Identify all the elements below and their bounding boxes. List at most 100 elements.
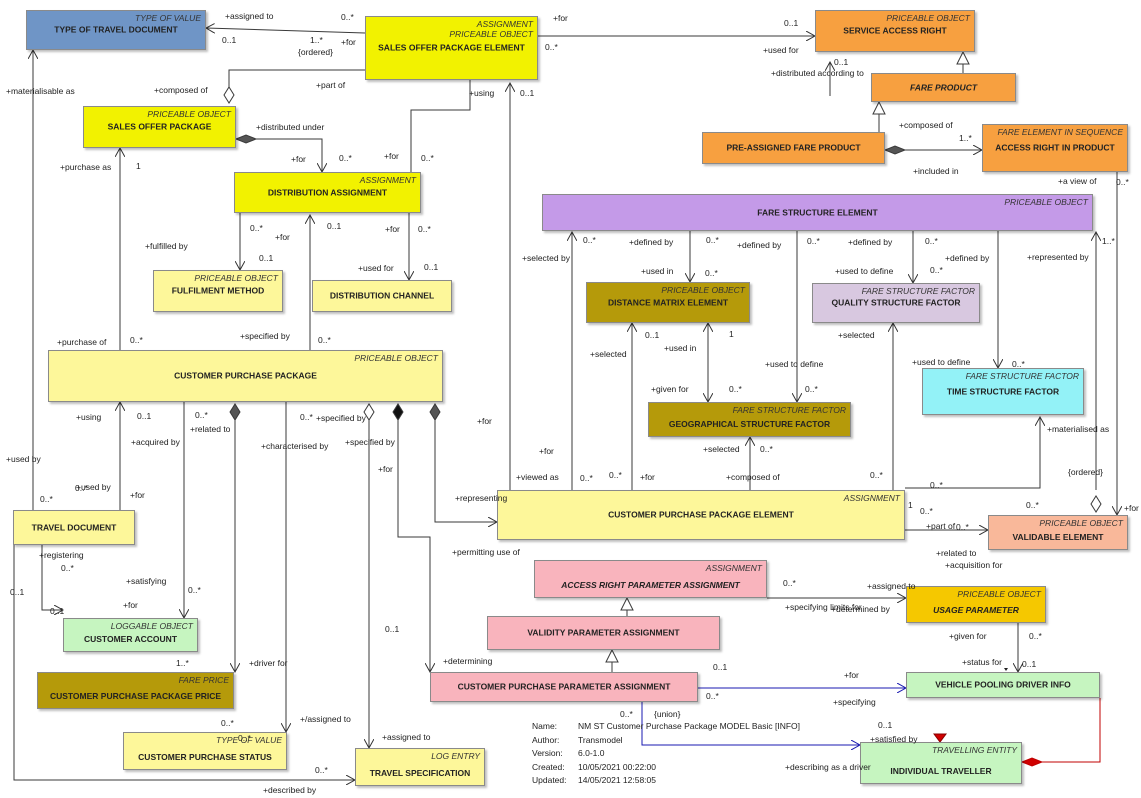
association-label: 0..* [1116, 177, 1129, 187]
stereotype: TRAVELLING ENTITY [931, 745, 1017, 755]
association-label: +defined by [737, 240, 782, 250]
association-label: 0..1 [10, 587, 25, 597]
customer-purchase-package-price-box: FARE PRICE CUSTOMER PURCHASE PACKAGE PRI… [37, 672, 234, 709]
association-label: +materialised as [1047, 424, 1110, 434]
association-label: 0..* [609, 470, 622, 480]
association-label: +assigned to [225, 11, 274, 21]
meta-version: 6.0-1.0 [578, 748, 605, 758]
association-label: +for [539, 446, 554, 456]
sales-offer-package-element-box: ASSIGNMENT PRICEABLE OBJECT SALES OFFER … [365, 16, 538, 80]
association-label: +satisfied by [870, 734, 918, 744]
class-name: VEHICLE POOLING DRIVER INFO [935, 679, 1071, 690]
association-label: +using [469, 88, 495, 98]
association-label: +a view of [1058, 176, 1097, 186]
association-label: +for [378, 464, 393, 474]
association-label: +specifying limits for [785, 602, 862, 612]
association-label: 0..* [870, 470, 883, 480]
association-label: +used by [76, 482, 111, 492]
association-label: +distributed under [256, 122, 325, 132]
meta-key: Created: [532, 761, 565, 772]
class-name: CUSTOMER PURCHASE STATUS [138, 752, 272, 762]
association-label: +part of [926, 521, 956, 531]
class-name: ACCESS RIGHT IN PRODUCT [995, 142, 1115, 153]
geographical-structure-factor-box: FARE STRUCTURE FACTOR GEOGRAPHICAL STRUC… [648, 402, 851, 437]
class-name: USAGE PARAMETER [933, 605, 1019, 615]
association-label: 0..1 [520, 88, 535, 98]
stereotype: FARE STRUCTURE FACTOR [861, 286, 975, 296]
meta-key: Author: [532, 734, 560, 745]
class-name: SERVICE ACCESS RIGHT [843, 25, 947, 36]
stereotype: PRICEABLE OBJECT [661, 285, 745, 295]
association-label: +acquired by [131, 437, 180, 447]
association-label: 0..* [1026, 500, 1039, 510]
stereotype: PRICEABLE OBJECT [1039, 518, 1123, 528]
association-label: 0..1 [50, 606, 65, 616]
association-label: +permitting use of [452, 547, 520, 557]
association-label: +for [130, 490, 145, 500]
meta-name: NM ST Customer Purchase Package MODEL Ba… [578, 721, 801, 731]
association-label: 0..* [1029, 631, 1042, 641]
class-name: CUSTOMER PURCHASE PACKAGE [174, 370, 317, 381]
association-label: 0..* [807, 236, 820, 246]
association-label: +assigned to [382, 732, 431, 742]
stereotype: FARE STRUCTURE FACTOR [732, 405, 846, 415]
association-label: 1..* [176, 658, 189, 668]
distribution-channel-box: DISTRIBUTION CHANNEL [312, 280, 452, 312]
association-label: 0..1 [385, 624, 400, 634]
meta-key: Updated: [532, 775, 567, 785]
meta-key: Version: [532, 748, 563, 758]
association-label: +assigned to [867, 581, 916, 591]
association-label: 0..* [925, 236, 938, 246]
association-label: +specified by [240, 331, 290, 341]
class-name: ACCESS RIGHT PARAMETER ASSIGNMENT [561, 580, 740, 590]
association-label: +given for [949, 631, 987, 641]
association-label: 1 [729, 329, 734, 339]
quality-structure-factor-box: FARE STRUCTURE FACTOR QUALITY STRUCTURE … [812, 283, 980, 323]
class-name: INDIVIDUAL TRAVELLER [890, 766, 992, 776]
association-label: 0..* [956, 522, 969, 532]
association-label: +for [341, 37, 356, 47]
class-name: TRAVEL DOCUMENT [31, 522, 117, 532]
stereotype: PRICEABLE OBJECT [1004, 197, 1088, 207]
customer-purchase-package-element-box: ASSIGNMENT CUSTOMER PURCHASE PACKAGE ELE… [497, 490, 905, 540]
association-label: +represented by [1027, 252, 1089, 262]
association-label: 0..* [729, 384, 742, 394]
class-name: FULFILMENT METHOD [171, 285, 265, 296]
association-label: 0..1 [645, 330, 660, 340]
association-label: +described by [263, 785, 317, 795]
association-label: +composed of [726, 472, 780, 482]
association-label: 0..* [40, 494, 53, 504]
customer-purchase-status-box: TYPE OF VALUE CUSTOMER PURCHASE STATUS [123, 732, 287, 770]
association-label: +purchase of [57, 337, 107, 347]
diagram-metadata: Name:NM ST Customer Purchase Package MOD… [532, 720, 800, 788]
association-label: 0..* [238, 733, 251, 743]
association-label: +specified by [345, 437, 395, 447]
association-label: +specified by [316, 413, 366, 423]
association-label: +selected by [522, 253, 570, 263]
validity-parameter-assignment-box: VALIDITY PARAMETER ASSIGNMENT [487, 616, 720, 650]
association-label: +composed of [899, 120, 953, 130]
association-label: +for [844, 670, 859, 680]
stereotype: ASSIGNMENT [843, 493, 900, 503]
association-label: +used to define [765, 359, 824, 369]
association-label: 0..* [583, 235, 596, 245]
association-label: +describing as a driver [785, 762, 871, 772]
class-name: VALIDABLE ELEMENT [1012, 532, 1104, 542]
customer-purchase-package-box: PRICEABLE OBJECT CUSTOMER PURCHASE PACKA… [48, 350, 443, 402]
stereotype: ASSIGNMENT [705, 563, 762, 573]
class-name: TYPE OF TRAVEL DOCUMENT [54, 24, 178, 35]
association-label: +selected [590, 349, 627, 359]
association-label: +selected [838, 330, 875, 340]
association-label: +defined by [945, 253, 990, 263]
association-label: 0..* [250, 223, 263, 233]
class-name: SALES OFFER PACKAGE [107, 121, 212, 132]
class-name: FARE STRUCTURE ELEMENT [757, 207, 878, 217]
stereotype: TYPE OF VALUE [135, 13, 201, 23]
association-label: 0..* [580, 473, 593, 483]
fulfilment-method-box: PRICEABLE OBJECT FULFILMENT METHOD [153, 270, 283, 312]
association-label: +used by [6, 454, 41, 464]
association-label: 0..* [421, 153, 434, 163]
association-label: +used in [664, 343, 697, 353]
association-label: 0..1 [424, 262, 439, 272]
